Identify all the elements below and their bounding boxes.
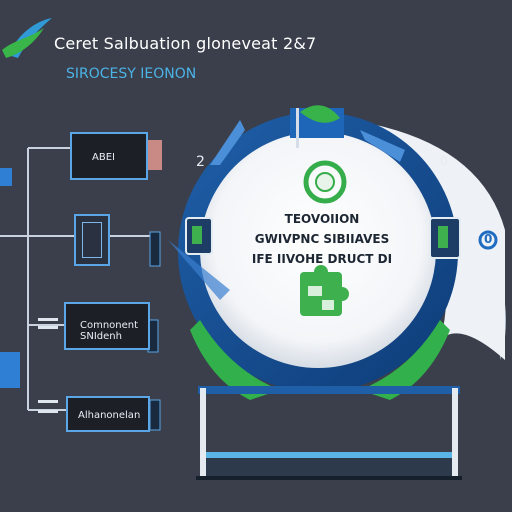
circle-text-line3: IFE IIVOHE DRUCT DI (251, 252, 393, 266)
tree-connectors (0, 147, 150, 411)
ring-arrow-right-icon (360, 130, 405, 162)
ring-badge-number: 0 (484, 232, 493, 246)
process-box-2-label: Comnonent SNIdenh (80, 320, 139, 342)
page-subtitle: SIROCESY IEONON (66, 66, 197, 82)
number-label-left: 2 (196, 154, 205, 170)
center-green-icon (303, 160, 347, 204)
wrench-icon (38, 318, 58, 413)
server-icon (82, 222, 102, 258)
ring-arrow-left-icon (210, 120, 245, 165)
process-box-1[interactable]: ABEI (70, 132, 148, 180)
puzzle-icon (300, 265, 349, 316)
server-box[interactable] (74, 214, 110, 266)
circle-text-line2: GWIVPNC SIBIIAVES (254, 232, 390, 246)
center-circle (200, 132, 436, 368)
process-box-2[interactable]: Comnonent SNIdenh (64, 302, 150, 350)
process-box-1-label: ABEI (92, 152, 115, 163)
page-title: Ceret Salbuation gloneveat 2&7 (54, 34, 317, 53)
top-flag-icon (290, 105, 344, 148)
ring-badge (478, 230, 498, 250)
bottom-platform (196, 386, 462, 480)
logo-icon (2, 18, 52, 58)
process-box-3-label: Alhanonelan (78, 410, 141, 421)
circle-text-line1: TEOVOIION (284, 212, 360, 226)
process-box-3[interactable]: Alhanonelan (66, 396, 150, 432)
number-label-right: 0 (440, 154, 448, 168)
